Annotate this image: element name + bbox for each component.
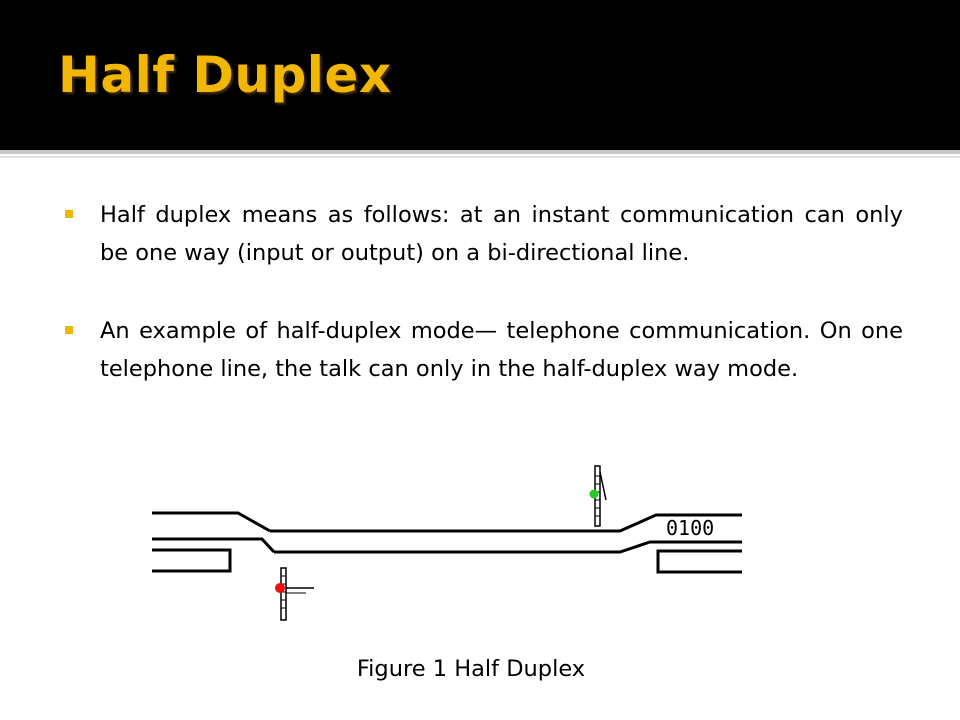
left-lower-box [152, 548, 232, 573]
bullet-text-2: An example of half-duplex mode— telephon… [100, 318, 903, 382]
square-bullet-icon [65, 210, 73, 218]
counter-display: 0100 [666, 516, 714, 540]
green-signal-icon [589, 465, 607, 527]
bullet-text-1: Half duplex means as follows: at an inst… [100, 202, 903, 266]
bullet-item-1: Half duplex means as follows: at an inst… [65, 196, 903, 272]
main-line-top [270, 513, 742, 533]
title-divider [0, 150, 960, 154]
right-lower-box [656, 549, 742, 574]
title-divider-secondary [0, 156, 960, 158]
title-bar: Half Duplex [0, 0, 960, 150]
slide-title: Half Duplex [58, 46, 392, 104]
left-inner-rail [152, 537, 276, 554]
main-line-bottom [274, 540, 742, 554]
half-duplex-figure: 0100 [152, 465, 742, 621]
figure-caption: Figure 1 Half Duplex [356, 656, 586, 682]
left-outer-rail [152, 511, 271, 533]
bullet-item-2: An example of half-duplex mode— telephon… [65, 312, 903, 388]
square-bullet-icon [65, 326, 73, 334]
red-signal-icon [275, 567, 314, 621]
